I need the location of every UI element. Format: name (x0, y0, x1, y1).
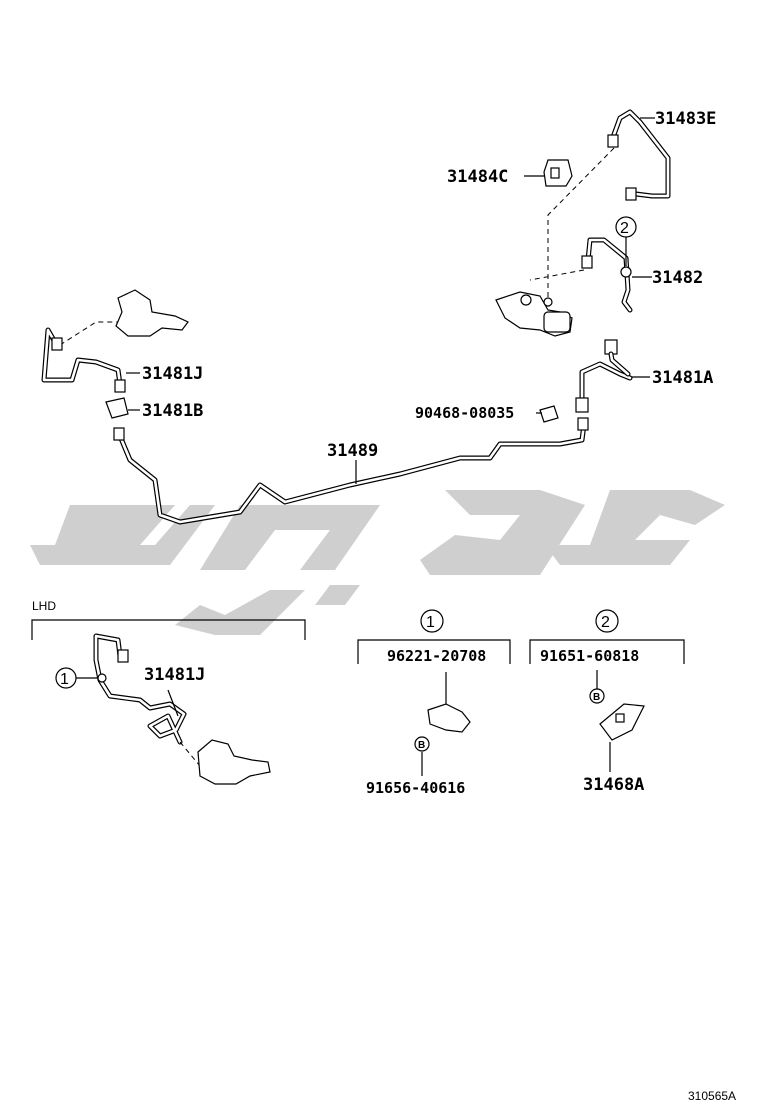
callout-2-box-icon (595, 609, 619, 633)
svg-text:B: B (418, 740, 425, 751)
label-31481B: 31481B (142, 401, 203, 421)
grommet-96221-20708 (427, 703, 471, 733)
callout-2-text: 2 (620, 220, 629, 237)
clamp-31484C (543, 159, 573, 187)
label-91651-60818: 91651-60818 (540, 647, 639, 665)
callout-1-box-text: 1 (426, 614, 435, 631)
label-31468A: 31468A (583, 775, 644, 795)
callout-1-lhd-text: 1 (60, 671, 69, 688)
label-31482: 31482 (652, 268, 703, 288)
clip-90468-08035 (539, 405, 559, 423)
label-31481J-top: 31481J (142, 364, 203, 384)
label-91656-40616: 91656-40616 (366, 779, 465, 797)
label-31489: 31489 (327, 441, 378, 461)
pipe-31481J-top (41, 327, 126, 393)
clutch-master-cylinder-lhd (197, 739, 271, 785)
hose-31481A (575, 339, 633, 413)
bolt-b-icon: B (414, 736, 430, 752)
watermark-logo (30, 490, 725, 635)
clamp-31468A (599, 703, 645, 741)
clutch-release-cylinder (495, 291, 573, 337)
label-31481A: 31481A (652, 368, 713, 388)
pipe-31483E (607, 109, 671, 201)
label-31484C: 31484C (447, 167, 508, 187)
callout-1-box-icon (420, 609, 444, 633)
callout-2-box-text: 2 (601, 614, 610, 631)
label-31481J-lhd: 31481J (144, 665, 205, 685)
clamp-31481B (105, 397, 129, 419)
pipe-31489 (113, 417, 589, 525)
diagram-id: 310565A (688, 1089, 736, 1103)
label-90468-08035: 90468-08035 (415, 404, 514, 422)
pipe-31482 (581, 237, 633, 313)
svg-text:B: B (593, 692, 600, 703)
clutch-master-cylinder-top (115, 289, 189, 337)
label-31483E: 31483E (655, 109, 716, 129)
pipe-31481J-lhd (93, 633, 187, 745)
label-lhd: LHD (32, 599, 56, 613)
bolt-b2-icon: B (589, 688, 605, 704)
label-96221-20708: 96221-20708 (387, 647, 486, 665)
